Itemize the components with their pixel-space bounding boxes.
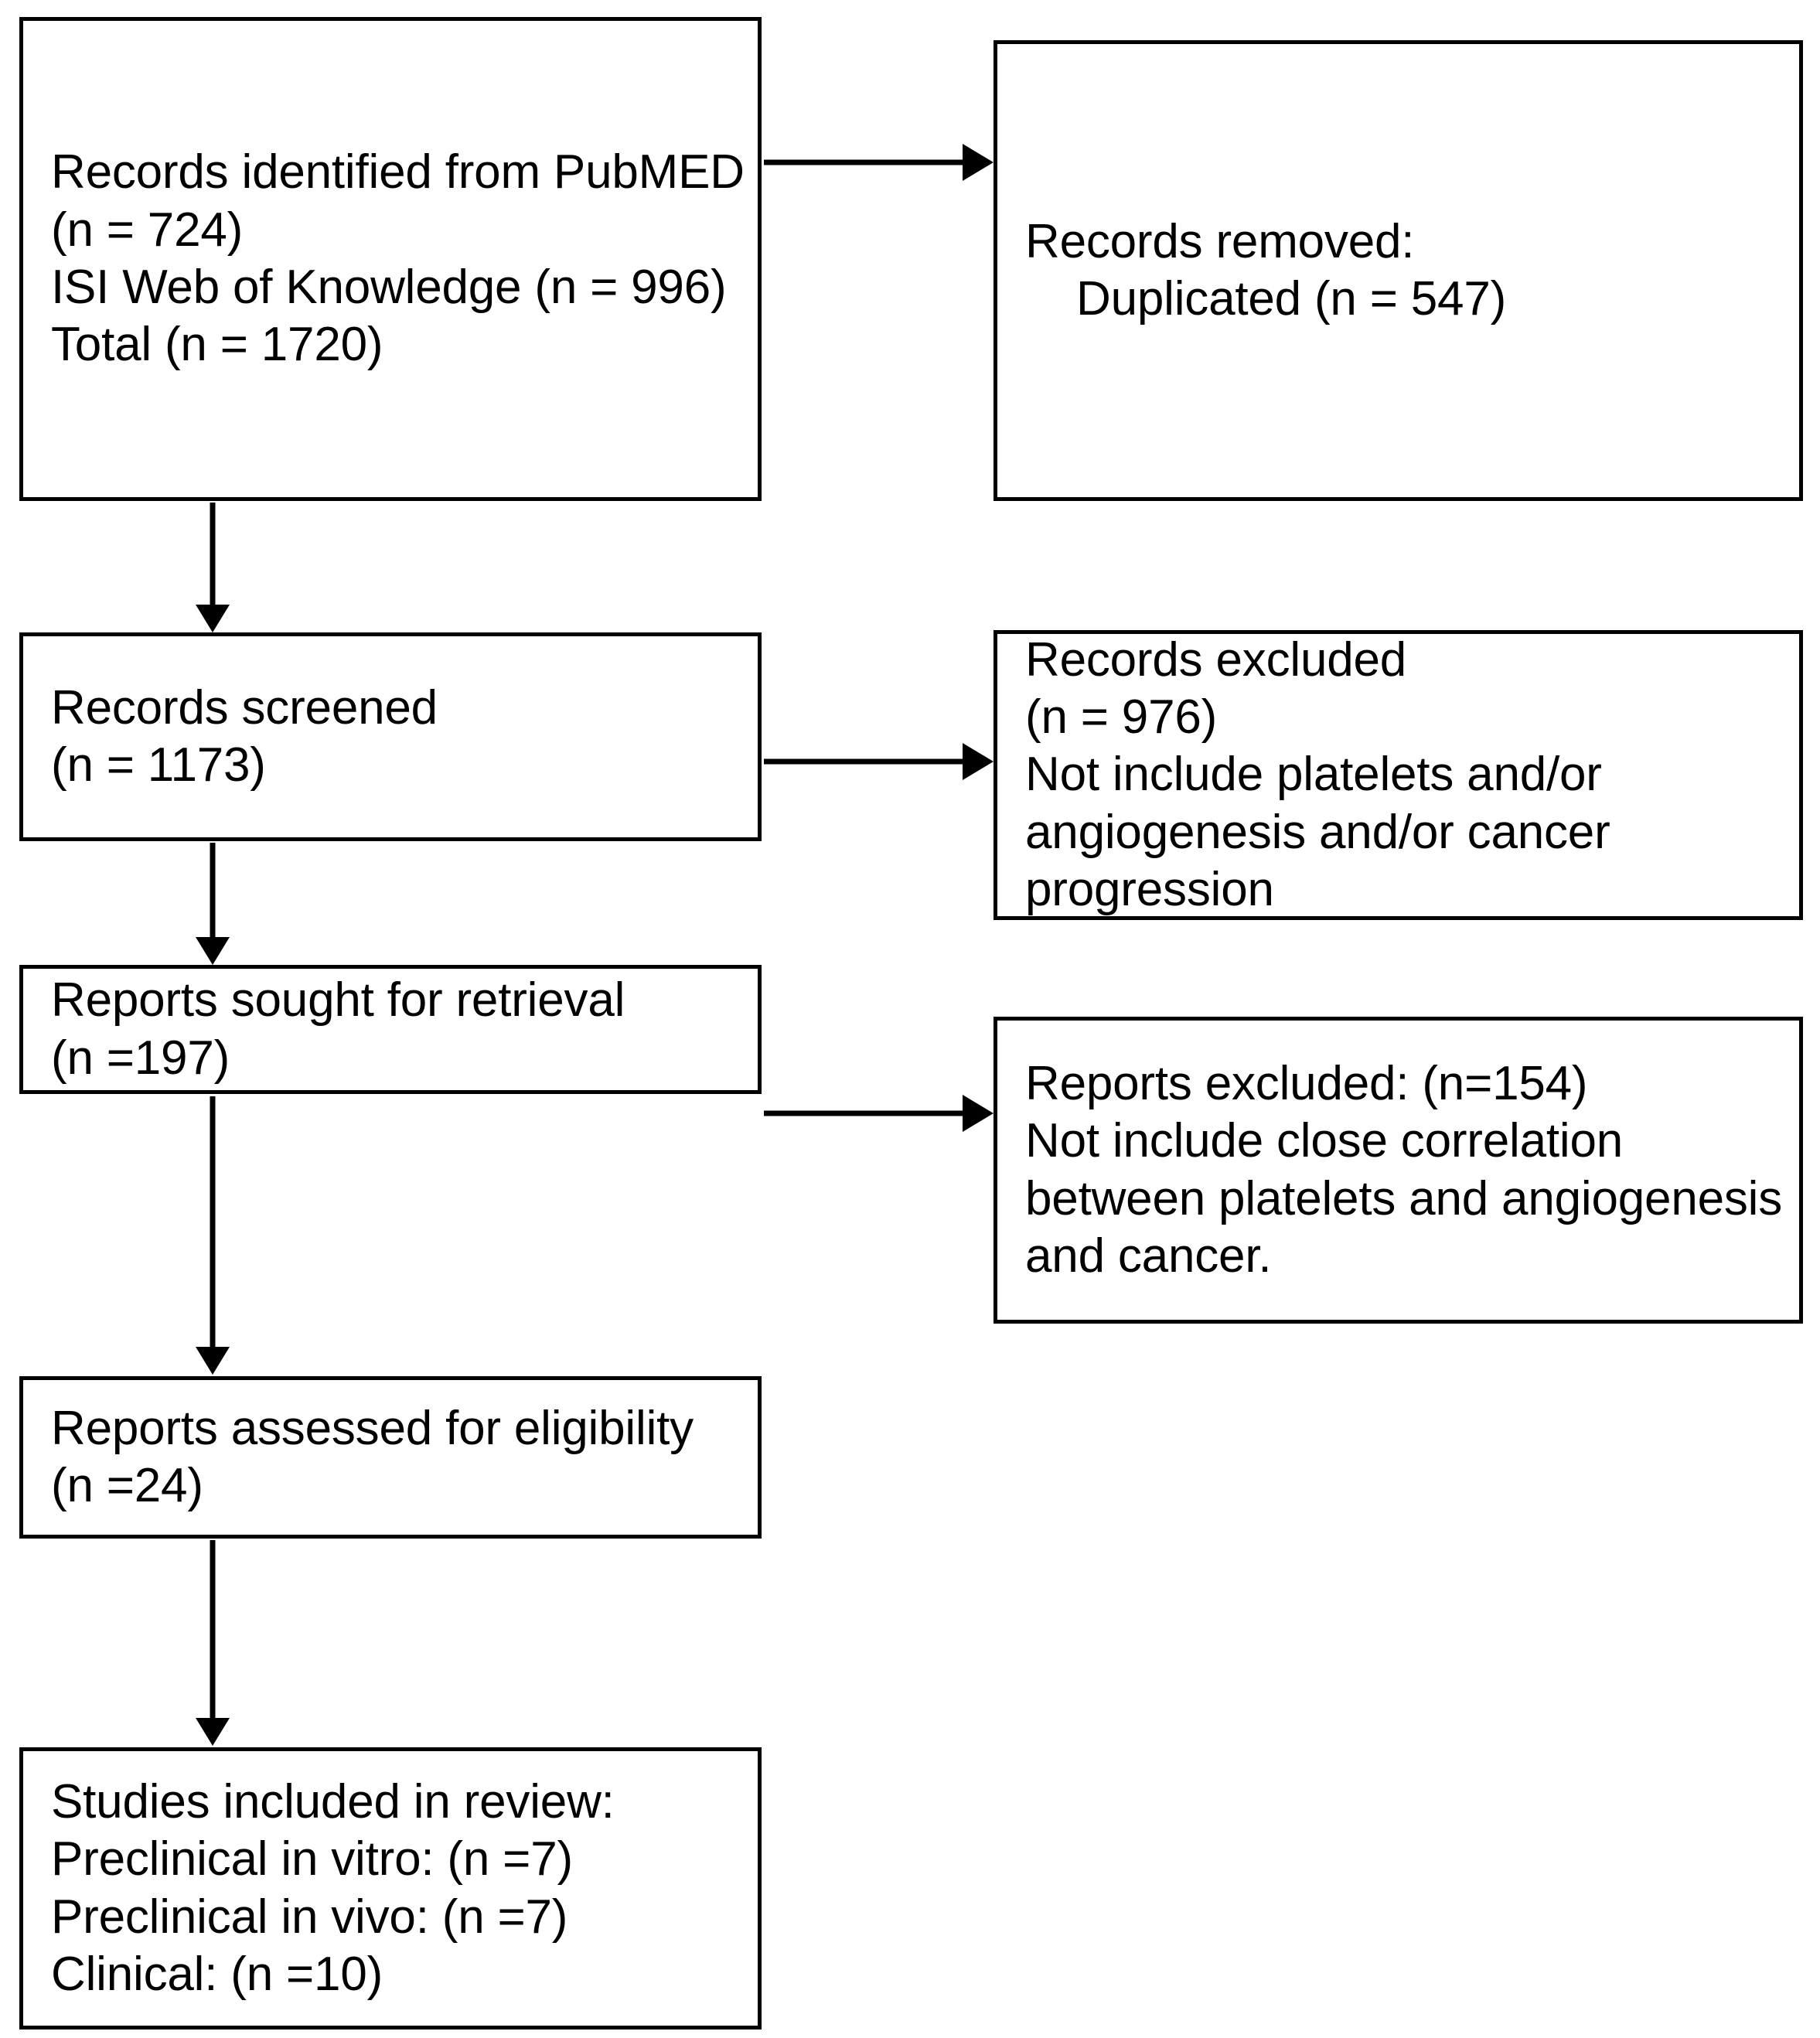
line-records-screened-2: (n = 1173) — [51, 738, 266, 792]
arrow-sought-to-assessed — [189, 1096, 236, 1375]
box-records-excluded-text: Records excluded (n = 976) Not include p… — [997, 632, 1799, 919]
line-records-identified-3: ISI Web of Knowledge (n = 996) — [51, 261, 727, 314]
box-reports-assessed: Reports assessed for eligibility (n =24) — [19, 1376, 762, 1539]
box-records-excluded: Records excluded (n = 976) Not include p… — [994, 630, 1803, 920]
arrow-head — [196, 937, 230, 965]
arrow-shaft — [210, 503, 216, 606]
box-records-identified: Records identified from PubMED (n = 724)… — [19, 17, 762, 501]
line-records-identified-2: (n = 724) — [51, 203, 244, 257]
arrow-head — [963, 743, 994, 780]
box-reports-excluded-text: Reports excluded: (n=154) Not include cl… — [997, 1055, 1799, 1286]
arrow-screened-to-sought — [189, 843, 236, 965]
arrow-shaft — [210, 843, 216, 939]
box-reports-sought: Reports sought for retrieval (n =197) — [19, 965, 762, 1094]
line-studies-included-4: Clinical: (n =10) — [51, 1947, 383, 2001]
line-records-removed-2: Duplicated (n = 547) — [1076, 272, 1507, 325]
box-reports-assessed-text: Reports assessed for eligibility (n =24) — [23, 1400, 758, 1515]
line-reports-excluded-2: Not include close correlation — [1025, 1114, 1624, 1168]
arrow-shaft — [210, 1540, 216, 1719]
line-records-removed-1: Records removed: — [1025, 214, 1415, 268]
box-reports-excluded: Reports excluded: (n=154) Not include cl… — [994, 1017, 1803, 1324]
arrow-head — [196, 605, 230, 632]
box-reports-sought-text: Reports sought for retrieval (n =197) — [23, 972, 758, 1087]
arrow-head — [963, 1095, 994, 1132]
arrow-shaft — [764, 758, 966, 765]
box-records-screened-text: Records screened (n = 1173) — [23, 680, 758, 795]
line-reports-sought-1: Reports sought for retrieval — [51, 973, 625, 1028]
arrow-shaft — [210, 1096, 216, 1348]
line-records-excluded-5: progression — [1025, 863, 1274, 917]
line-reports-sought-2: (n =197) — [51, 1031, 230, 1085]
arrow-head — [963, 144, 994, 181]
box-records-removed: Records removed: Duplicated (n = 547) — [994, 40, 1803, 501]
line-records-screened-1: Records screened — [51, 680, 438, 734]
arrow-assessed-to-included — [189, 1540, 236, 1746]
line-records-identified-1: Records identified from PubMED — [51, 145, 745, 199]
line-records-excluded-4: angiogenesis and/or cancer — [1025, 805, 1610, 859]
line-records-excluded-2: (n = 976) — [1025, 690, 1218, 744]
arrow-identified-to-screened — [189, 503, 236, 632]
box-records-identified-text: Records identified from PubMED (n = 724)… — [23, 144, 758, 374]
arrow-head — [196, 1718, 230, 1746]
box-studies-included-text: Studies included in review: Preclinical … — [23, 1774, 758, 2004]
line-reports-assessed-2: (n =24) — [51, 1459, 203, 1512]
arrow-screened-to-records-excluded — [764, 738, 994, 785]
arrow-sought-to-reports-excluded — [764, 1090, 994, 1137]
line-reports-excluded-1: Reports excluded: (n=154) — [1025, 1056, 1588, 1110]
line-records-excluded-1: Records excluded — [1025, 632, 1407, 687]
arrow-shaft — [764, 159, 966, 165]
line-reports-excluded-3: between platelets and angiogenesis — [1025, 1171, 1783, 1225]
line-records-identified-4: Total (n = 1720) — [51, 318, 383, 372]
line-records-excluded-3: Not include platelets and/or — [1025, 748, 1602, 802]
box-records-removed-text: Records removed: Duplicated (n = 547) — [997, 213, 1799, 329]
arrow-head — [196, 1347, 230, 1375]
line-studies-included-3: Preclinical in vivo: (n =7) — [51, 1890, 568, 1944]
line-reports-assessed-1: Reports assessed for eligibility — [51, 1401, 694, 1455]
line-reports-excluded-4: and cancer. — [1025, 1229, 1272, 1283]
box-studies-included: Studies included in review: Preclinical … — [19, 1747, 762, 2029]
box-records-screened: Records screened (n = 1173) — [19, 632, 762, 841]
line-studies-included-1: Studies included in review: — [51, 1774, 615, 1828]
arrow-shaft — [764, 1110, 966, 1116]
arrow-identified-to-removed — [764, 139, 994, 186]
line-studies-included-2: Preclinical in vitro: (n =7) — [51, 1832, 573, 1886]
